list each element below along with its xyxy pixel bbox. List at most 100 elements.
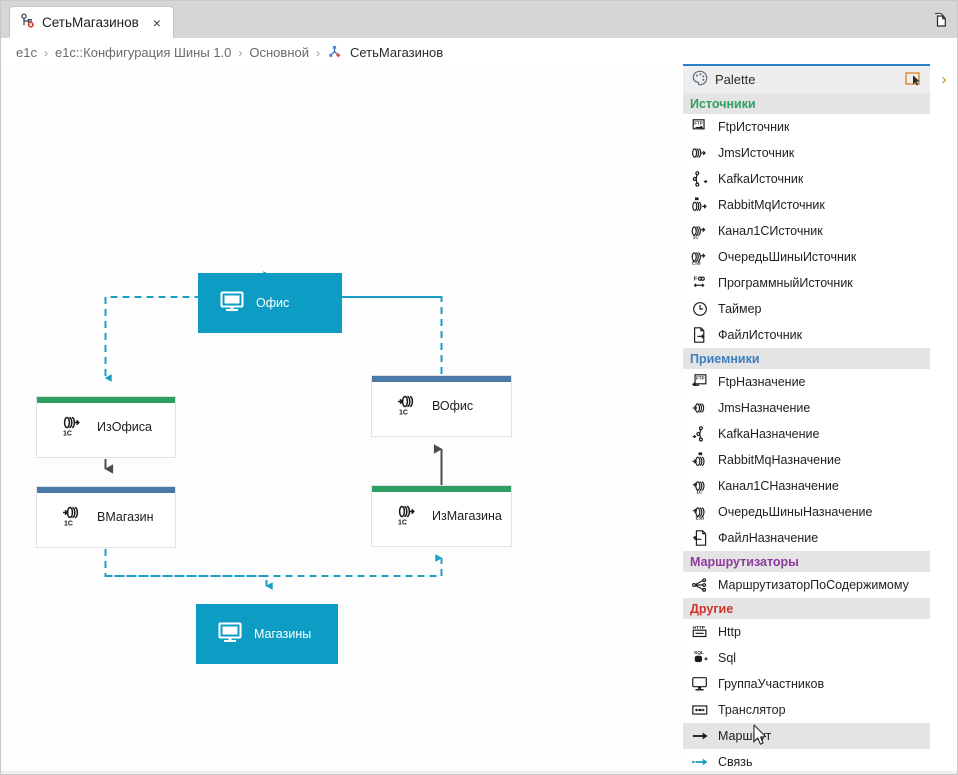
palette-item-kafkaисточник[interactable]: KafkaИсточник [683,166,930,192]
close-icon[interactable]: × [152,14,161,31]
palette-item-label: Связь [718,755,753,769]
svg-text:1C: 1C [692,235,699,240]
palette-item-программныйисточник[interactable]: F ПрограммныйИсточник [683,270,930,296]
palette-item-файлисточник[interactable]: ФайлИсточник [683,322,930,348]
palette-item-kafkaназначение[interactable]: KafkaНазначение [683,421,930,447]
diagram-node-vofis[interactable]: 1C ВОфис [371,375,512,437]
palette-title: Palette [715,72,756,87]
palette-item-связь[interactable]: Связь [683,749,930,775]
channel1c-source-icon: 1C [690,222,709,241]
palette-item-label: МаршрутизаторПоСодержимому [718,578,909,592]
palette-item-label: KafkaИсточник [718,172,804,186]
palette-item-группаучастников[interactable]: ГруппаУчастников [683,671,930,697]
arrow-route-icon [690,727,709,746]
file-dest-icon [690,529,709,548]
svg-text:1C: 1C [63,430,72,437]
source-accent-bar [372,486,511,492]
duplicate-window-icon[interactable] [929,10,949,30]
palette-item-label: ОчередьШиныИсточник [718,250,857,264]
palette-item-label: ПрограммныйИсточник [718,276,853,290]
jms-source-1c-icon: 1C [394,502,420,531]
palette-group-label: Маршрутизаторы [690,554,799,569]
program-source-icon: F [690,274,709,293]
palette-item-label: Транслятор [718,703,786,717]
breadcrumb-item-main[interactable]: Основной [249,45,309,60]
palette-item-канал1сназначение[interactable]: 1C Канал1СНазначение [683,473,930,499]
palette-item-jmsназначение[interactable]: JmsНазначение [683,395,930,421]
palette-group-header: Другие [683,598,930,619]
palette-item-label: RabbitMqИсточник [718,198,825,212]
palette-group-label: Источники [690,96,756,111]
content-router-icon [690,576,709,595]
breadcrumb-item-root[interactable]: e1c [16,45,37,60]
destination-accent-bar [372,376,511,382]
destination-accent-bar [37,487,175,493]
bus-network-icon [327,45,342,60]
svg-text:1C: 1C [64,520,73,527]
svg-text:HTTP: HTTP [692,625,705,631]
palette-group-header: Маршрутизаторы [683,551,930,572]
link-arrow-icon [690,753,709,772]
select-tool-icon[interactable] [905,71,924,88]
svg-text:F: F [693,276,697,282]
palette-item-маршрут[interactable]: Маршрут [683,723,930,749]
palette-item-label: Http [718,625,741,639]
breadcrumb-item-current: СетьМагазинов [350,45,444,60]
sql-icon: SQL [690,649,709,668]
ftp-dest-icon: FTP [690,373,709,392]
palette-item-label: ГруппаУчастников [718,677,825,691]
palette-item-label: ФайлИсточник [718,328,803,342]
node-label: ВОфис [432,399,474,413]
breadcrumb: e1c › e1c::Конфигурация Шины 1.0 › Основ… [0,38,958,67]
diagram-node-office[interactable]: Офис [198,273,342,333]
diagram-node-vmagazin[interactable]: 1C ВМагазин [36,486,176,548]
palette-expand-chevron-icon[interactable]: › [941,70,947,88]
svg-text:1C: 1C [399,409,408,416]
diagram-node-magaziny[interactable]: Магазины [196,604,338,664]
ftp-source-icon: FTP [690,118,709,137]
tab-strip: СетьМагазинов × [0,0,958,39]
breadcrumb-separator: › [238,45,243,60]
palette-item-файлназначение[interactable]: ФайлНазначение [683,525,930,551]
source-accent-bar [37,397,175,403]
palette-item-rabbitmqисточник[interactable]: RabbitMqИсточник [683,192,930,218]
tab-set-magazinov[interactable]: СетьМагазинов × [9,6,174,38]
monitor-icon [690,675,709,694]
diagram-node-izmagazina[interactable]: 1C ИзМагазина [371,485,512,547]
clock-icon [690,300,709,319]
diagram-canvas[interactable]: Офис 1C ИзОфиса [1,67,682,773]
palette-item-очередьшиныисточник[interactable]: ESB ОчередьШиныИсточник [683,244,930,270]
palette-group-label: Приемники [690,351,760,366]
breadcrumb-item-config[interactable]: e1c::Конфигурация Шины 1.0 [54,45,232,60]
node-label: Магазины [254,627,312,641]
svg-text:ESB: ESB [692,261,701,266]
palette-item-транслятор[interactable]: Транслятор [683,697,930,723]
svg-text:1C: 1C [696,490,703,495]
palette-item-rabbitmqназначение[interactable]: RabbitMqНазначение [683,447,930,473]
palette-item-label: Канал1СНазначение [718,479,839,493]
palette-group-header: Источники [683,93,930,114]
kafka-dest-icon [690,425,709,444]
palette-item-label: JmsНазначение [718,401,811,415]
bottom-status-strip [1,771,957,774]
svg-text:ESB: ESB [695,516,704,521]
translator-icon [690,701,709,720]
palette-item-label: RabbitMqНазначение [718,453,841,467]
palette-item-http[interactable]: HTTP Http [683,619,930,645]
esb-queue-source-icon: ESB [690,248,709,267]
palette-item-jmsисточник[interactable]: JmsИсточник [683,140,930,166]
diagram-node-izofisa[interactable]: 1C ИзОфиса [36,396,176,458]
svg-text:SQL: SQL [694,650,704,656]
jms-dest-1c-icon: 1C [59,503,85,532]
palette-item-таймер[interactable]: Таймер [683,296,930,322]
http-icon: HTTP [690,623,709,642]
palette-item-маршрутизаторпосодержимому[interactable]: МаршрутизаторПоСодержимому [683,572,930,598]
